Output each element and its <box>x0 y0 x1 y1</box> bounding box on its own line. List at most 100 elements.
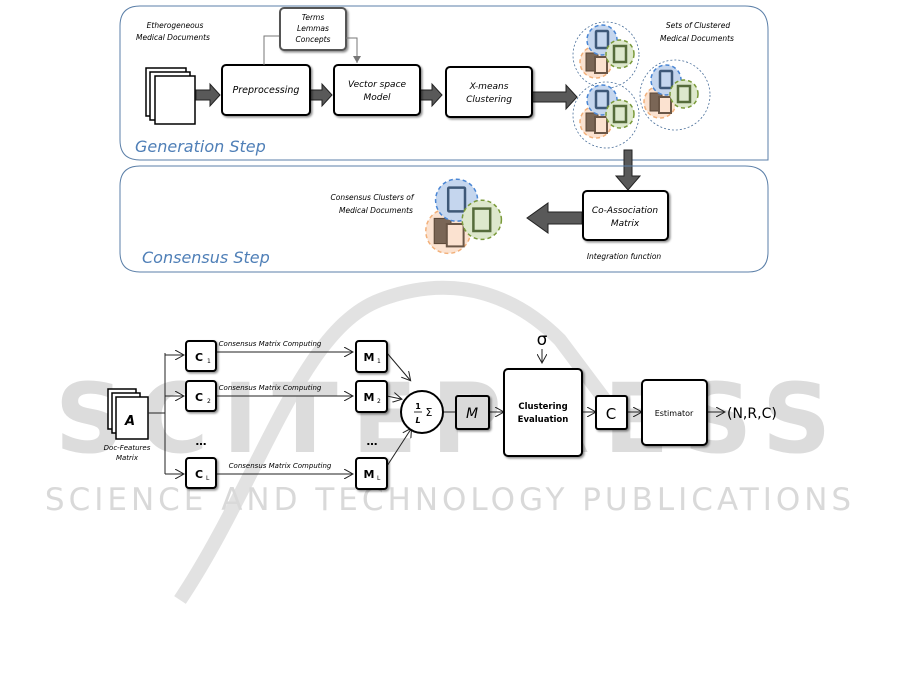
svg-text:Σ: Σ <box>426 406 433 419</box>
clustered-sets-illustration <box>572 21 711 149</box>
cluster-set-boundary <box>639 59 711 131</box>
document-icon <box>445 223 465 248</box>
document-icon <box>594 29 610 50</box>
fat-arrow <box>195 82 221 108</box>
document-icon <box>594 89 610 110</box>
document-icon <box>676 84 692 104</box>
svg-text:Lemmas: Lemmas <box>297 24 329 33</box>
matrix-letter: A <box>124 414 135 429</box>
ml-box: M L <box>355 457 388 490</box>
connector-line <box>263 35 282 65</box>
svg-text:L: L <box>206 475 210 482</box>
svg-text:M: M <box>364 468 375 481</box>
co-association-matrix-box: Co-Association Matrix <box>582 190 669 241</box>
connector-arrow <box>386 352 410 380</box>
svg-text:Model: Model <box>363 93 391 103</box>
output-tuple: (N,R,C) <box>727 406 777 422</box>
svg-text:M: M <box>364 391 375 404</box>
watermark-swoosh <box>174 280 626 604</box>
edge-label-3: Consensus Matrix Computing <box>229 462 332 470</box>
average-sum-node: 1 L Σ <box>400 390 444 434</box>
svg-text:L: L <box>415 416 420 425</box>
clustering-evaluation-box: Clustering Evaluation <box>503 368 583 457</box>
fat-arrow-down <box>614 149 642 191</box>
document-cluster-group <box>579 84 635 139</box>
svg-text:C: C <box>195 351 203 364</box>
svg-text:C: C <box>195 391 203 404</box>
svg-text:L: L <box>377 475 381 482</box>
ellipsis-c: … <box>196 435 207 448</box>
document-cluster-group <box>425 178 503 255</box>
document-icon <box>658 69 674 90</box>
pipeline-diagram: A Doc-Features Matrix Consensus Matrix C… <box>104 330 777 490</box>
terms-box: Terms Lemmas Concepts <box>279 7 347 51</box>
svg-text:Evaluation: Evaluation <box>518 415 569 425</box>
svg-text:M: M <box>466 406 478 422</box>
consensus-clusters-illustration <box>425 178 503 255</box>
svg-text:Preprocessing: Preprocessing <box>233 85 300 96</box>
document-icon <box>446 186 467 213</box>
svg-text:1: 1 <box>415 402 421 411</box>
svg-text:C: C <box>195 468 203 481</box>
svg-text:M: M <box>364 351 375 364</box>
ellipsis-m: … <box>367 435 378 448</box>
generation-step-label: Generation Step <box>135 137 266 156</box>
document-cluster-group <box>643 64 699 119</box>
svg-text:Clustering: Clustering <box>518 402 567 412</box>
svg-text:Clustering: Clustering <box>466 95 512 105</box>
document-icon <box>612 44 628 64</box>
preprocessing-box: Preprocessing <box>221 64 311 116</box>
connector-arrow <box>346 37 361 63</box>
sigma-label: σ <box>537 330 548 350</box>
consensus-step-panel: Consensus Step Consensus Clusters of Med… <box>119 165 769 273</box>
estimator-box: Estimator <box>641 379 708 446</box>
svg-text:2: 2 <box>207 398 211 405</box>
document-cluster-group <box>579 24 635 79</box>
cl-box: C L <box>185 457 217 489</box>
xmeans-clustering-box: X-means Clustering <box>445 66 533 118</box>
edge-label-2: Consensus Matrix Computing <box>219 384 322 392</box>
connector-arrow <box>386 396 401 399</box>
m1-box: M 1 <box>355 340 388 373</box>
svg-text:C: C <box>606 405 616 423</box>
document-icon <box>594 56 608 74</box>
sets-label-2: Medical Documents <box>660 34 734 43</box>
input-docs-label-2: Medical Documents <box>136 33 210 42</box>
c1-box: C 1 <box>185 340 217 372</box>
document-stack-icon <box>145 67 196 125</box>
svg-text:Estimator: Estimator <box>655 409 694 418</box>
vector-space-model-box: Vector space Model <box>333 64 421 116</box>
cluster-set-boundary <box>572 81 640 149</box>
consensus-clusters-label-1: Consensus Clusters of <box>331 193 415 202</box>
consensus-clusters-label-2: Medical Documents <box>339 206 413 215</box>
svg-text:1: 1 <box>207 358 211 365</box>
fat-arrow <box>419 82 443 108</box>
connector-arrow <box>386 429 411 467</box>
svg-text:Co-Association: Co-Association <box>592 206 659 216</box>
document-icon <box>472 207 492 233</box>
consensus-step-label: Consensus Step <box>142 248 270 267</box>
fat-arrow <box>531 83 578 111</box>
matrix-label-2: Matrix <box>116 454 139 462</box>
fat-arrow-left <box>526 202 583 234</box>
fat-arrow <box>309 82 333 108</box>
m2-box: M 2 <box>355 380 388 413</box>
svg-text:Terms: Terms <box>302 13 325 22</box>
input-docs-label-1: Etherogeneous <box>147 21 204 30</box>
clusters-output-box: C <box>595 395 628 430</box>
document-icon <box>612 104 628 124</box>
average-matrix-box: M <box>455 395 490 430</box>
integration-function-label: Integration function <box>587 252 662 261</box>
watermark-subtitle: SCIENCE AND TECHNOLOGY PUBLICATIONS <box>45 482 855 518</box>
sets-label-1: Sets of Clustered <box>666 21 730 30</box>
svg-text:Concepts: Concepts <box>296 35 331 44</box>
cluster-set-boundary <box>572 21 640 89</box>
document-icon <box>658 96 672 114</box>
doc-features-matrix-icon: A <box>107 388 149 440</box>
edge-label-1: Consensus Matrix Computing <box>219 340 322 348</box>
c2-box: C 2 <box>185 380 217 412</box>
svg-text:X-means: X-means <box>469 82 509 92</box>
svg-text:2: 2 <box>377 398 381 405</box>
svg-text:Vector space: Vector space <box>348 80 407 90</box>
